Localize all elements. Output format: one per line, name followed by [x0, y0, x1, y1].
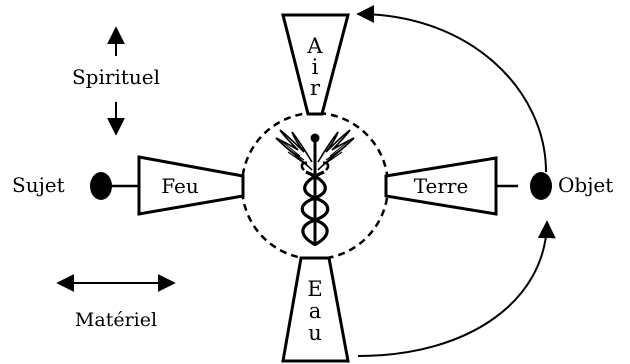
water-element-shape — [281, 256, 350, 363]
subject-dot — [90, 172, 112, 200]
caduceus-icon — [275, 129, 355, 246]
air-letter-i: i — [312, 55, 319, 79]
air-letter-a: A — [306, 34, 323, 58]
material-label: Matériel — [75, 309, 157, 331]
earth-element-shape — [384, 156, 498, 216]
earth-label: Terre — [414, 174, 469, 198]
water-letter-a: a — [309, 299, 322, 323]
subject-label: Sujet — [12, 173, 65, 197]
fire-element-shape — [137, 155, 245, 216]
object-label: Objet — [558, 173, 613, 197]
object-to-air-arrow — [356, 5, 547, 173]
water-to-object-arrow — [357, 220, 556, 357]
air-element-shape — [281, 13, 350, 116]
object-dot — [530, 172, 552, 200]
fire-label: Feu — [161, 174, 199, 198]
spiritual-label: Spirituel — [72, 65, 160, 89]
air-letter-r: r — [310, 76, 321, 100]
water-letter-e: E — [307, 277, 322, 301]
water-letter-u: u — [308, 321, 322, 345]
